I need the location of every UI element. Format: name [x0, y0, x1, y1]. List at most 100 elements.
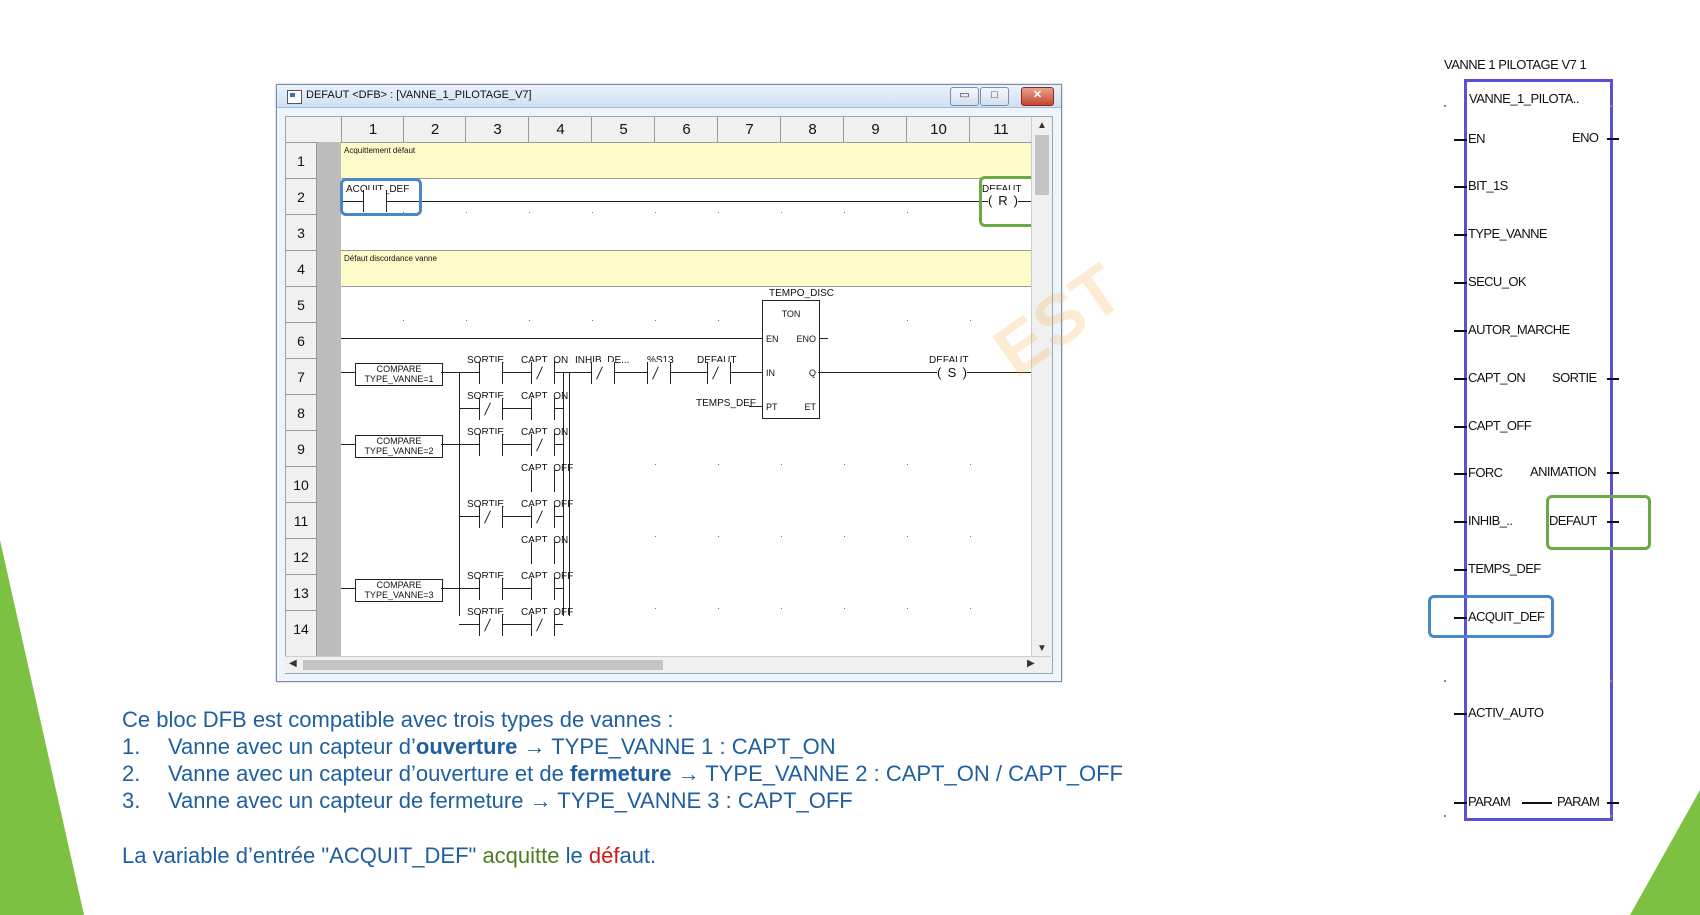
input-type-vanne[interactable]: TYPE_VANNE: [1468, 226, 1548, 241]
row-1[interactable]: 1: [286, 142, 316, 179]
capt-off-contact[interactable]: [531, 578, 555, 600]
column-6[interactable]: 6: [654, 117, 718, 142]
input-inhib[interactable]: INHIB_..: [1468, 513, 1513, 528]
capt-off-neg-contact[interactable]: [531, 506, 555, 528]
input-en[interactable]: EN: [1468, 131, 1485, 146]
capt-off-neg-contact[interactable]: [531, 614, 555, 636]
output-eno[interactable]: ENO: [1572, 130, 1599, 145]
capt-on-contact[interactable]: [531, 542, 555, 564]
sortie-contact[interactable]: [479, 362, 503, 384]
row-header: 1 2 3 4 5 6 7 8 9 10 11 12 13 14: [286, 142, 317, 673]
vertical-scroll-thumb[interactable]: [1035, 135, 1049, 195]
output-param[interactable]: PARAM: [1557, 794, 1600, 809]
grid-dot: [1610, 105, 1612, 107]
column-10[interactable]: 10: [906, 117, 970, 142]
capt-on-contact[interactable]: [531, 398, 555, 420]
scroll-down-icon[interactable]: ▼: [1037, 643, 1047, 654]
capt-on-neg-contact[interactable]: [531, 362, 555, 384]
comment-discordance[interactable]: Défaut discordance vanne: [341, 250, 1031, 287]
compare-block-1[interactable]: COMPARE TYPE_VANNE=1: [355, 363, 443, 386]
column-11[interactable]: 11: [969, 117, 1032, 142]
input-param[interactable]: PARAM: [1468, 794, 1511, 809]
sortie-contact[interactable]: [479, 578, 503, 600]
row-12[interactable]: 12: [286, 538, 316, 575]
row-11[interactable]: 11: [286, 502, 316, 539]
vertical-scrollbar[interactable]: ▲ ▼: [1031, 117, 1052, 673]
input-pin: [1454, 569, 1467, 571]
input-pin: [1454, 330, 1467, 332]
input-acquit-def[interactable]: ACQUIT_DEF: [1468, 609, 1545, 624]
row-10[interactable]: 10: [286, 466, 316, 503]
compare-block-3[interactable]: COMPARE TYPE_VANNE=3: [355, 579, 443, 602]
scroll-up-icon[interactable]: ▲: [1037, 120, 1047, 131]
compare-block-2[interactable]: COMPARE TYPE_VANNE=2: [355, 435, 443, 458]
acquit-def-contact[interactable]: [363, 190, 387, 212]
column-2[interactable]: 2: [403, 117, 466, 142]
comment-text: Acquittement défaut: [344, 146, 416, 155]
input-secu-ok[interactable]: SECU_OK: [1468, 274, 1527, 289]
row-7[interactable]: 7: [286, 358, 316, 395]
column-8[interactable]: 8: [780, 117, 844, 142]
row-13[interactable]: 13: [286, 574, 316, 611]
pin-eno: ENO: [796, 334, 816, 344]
acquit-def-highlight: [340, 178, 422, 216]
column-3[interactable]: 3: [465, 117, 529, 142]
row-6[interactable]: 6: [286, 322, 316, 359]
column-7[interactable]: 7: [717, 117, 781, 142]
input-forc[interactable]: FORC: [1468, 465, 1503, 480]
row-9[interactable]: 9: [286, 430, 316, 467]
input-capt-on[interactable]: CAPT_ON: [1468, 370, 1526, 385]
column-4[interactable]: 4: [528, 117, 592, 142]
ladder-canvas[interactable]: Acquittement défaut Défaut discordance v…: [340, 142, 1036, 673]
column-5[interactable]: 5: [591, 117, 655, 142]
reset-coil[interactable]: R: [988, 190, 1018, 212]
input-autor-marche[interactable]: AUTOR_MARCHE: [1468, 322, 1570, 337]
input-bit-1s[interactable]: BIT_1S: [1468, 178, 1508, 193]
window-titlebar[interactable]: DEFAUT <DFB> : [VANNE_1_PILOTAGE_V7] ▭ □…: [277, 85, 1061, 108]
horizontal-scrollbar[interactable]: ◀ ▶: [285, 656, 1051, 673]
s13-neg-contact[interactable]: [647, 362, 671, 384]
output-animation[interactable]: ANIMATION: [1530, 464, 1596, 479]
output-sortie[interactable]: SORTIE: [1552, 370, 1597, 385]
sortie-neg-contact[interactable]: [479, 398, 503, 420]
input-pin: [1454, 426, 1467, 428]
contact-label: INHIB_DE...: [575, 355, 630, 366]
column-9[interactable]: 9: [843, 117, 907, 142]
scroll-right-icon[interactable]: ▶: [1027, 658, 1035, 669]
scroll-left-icon[interactable]: ◀: [289, 658, 297, 669]
minimize-button[interactable]: ▭: [950, 87, 979, 106]
contact-label: CAPT_OFF: [521, 463, 574, 474]
block-instance-name: VANNE 1 PILOTAGE V7 1: [1444, 57, 1587, 72]
capt-on-neg-contact[interactable]: [531, 434, 555, 456]
contact-label: ACQUIT_DEF: [346, 184, 409, 195]
ton-timer-block[interactable]: TON EN ENO IN Q PT ET: [762, 300, 820, 419]
capt-off-contact[interactable]: [531, 470, 555, 492]
grid-dot: [718, 320, 719, 321]
defaut-highlight: [979, 176, 1036, 227]
row-4[interactable]: 4: [286, 250, 316, 287]
inhib-neg-contact[interactable]: [591, 362, 615, 384]
input-temps-def[interactable]: TEMPS_DEF: [1468, 561, 1541, 576]
row-8[interactable]: 8: [286, 394, 316, 431]
sortie-neg-contact[interactable]: [479, 506, 503, 528]
row-14[interactable]: 14: [286, 610, 316, 647]
column-header: 1 2 3 4 5 6 7 8 9 10 11: [286, 117, 1052, 143]
contact-label: CAPT_ON: [521, 427, 569, 438]
row-2[interactable]: 2: [286, 178, 316, 215]
output-defaut[interactable]: DEFAUT: [1549, 513, 1597, 528]
comment-acquittement[interactable]: Acquittement défaut: [341, 142, 1031, 179]
dfb-block[interactable]: [1464, 79, 1613, 821]
sortie-neg-contact[interactable]: [479, 614, 503, 636]
column-1[interactable]: 1: [341, 117, 404, 142]
row-3[interactable]: 3: [286, 214, 316, 251]
defaut-neg-contact[interactable]: [707, 362, 731, 384]
maximize-button[interactable]: □: [980, 87, 1009, 106]
sortie-contact[interactable]: [479, 434, 503, 456]
row-5[interactable]: 5: [286, 286, 316, 323]
input-capt-off[interactable]: CAPT_OFF: [1468, 418, 1532, 433]
horizontal-scroll-thumb[interactable]: [303, 660, 663, 670]
close-button[interactable]: ✕: [1021, 87, 1054, 106]
grid-dot: [781, 212, 782, 213]
set-coil[interactable]: S: [937, 362, 967, 384]
input-activ-auto[interactable]: ACTIV_AUTO: [1468, 705, 1544, 720]
